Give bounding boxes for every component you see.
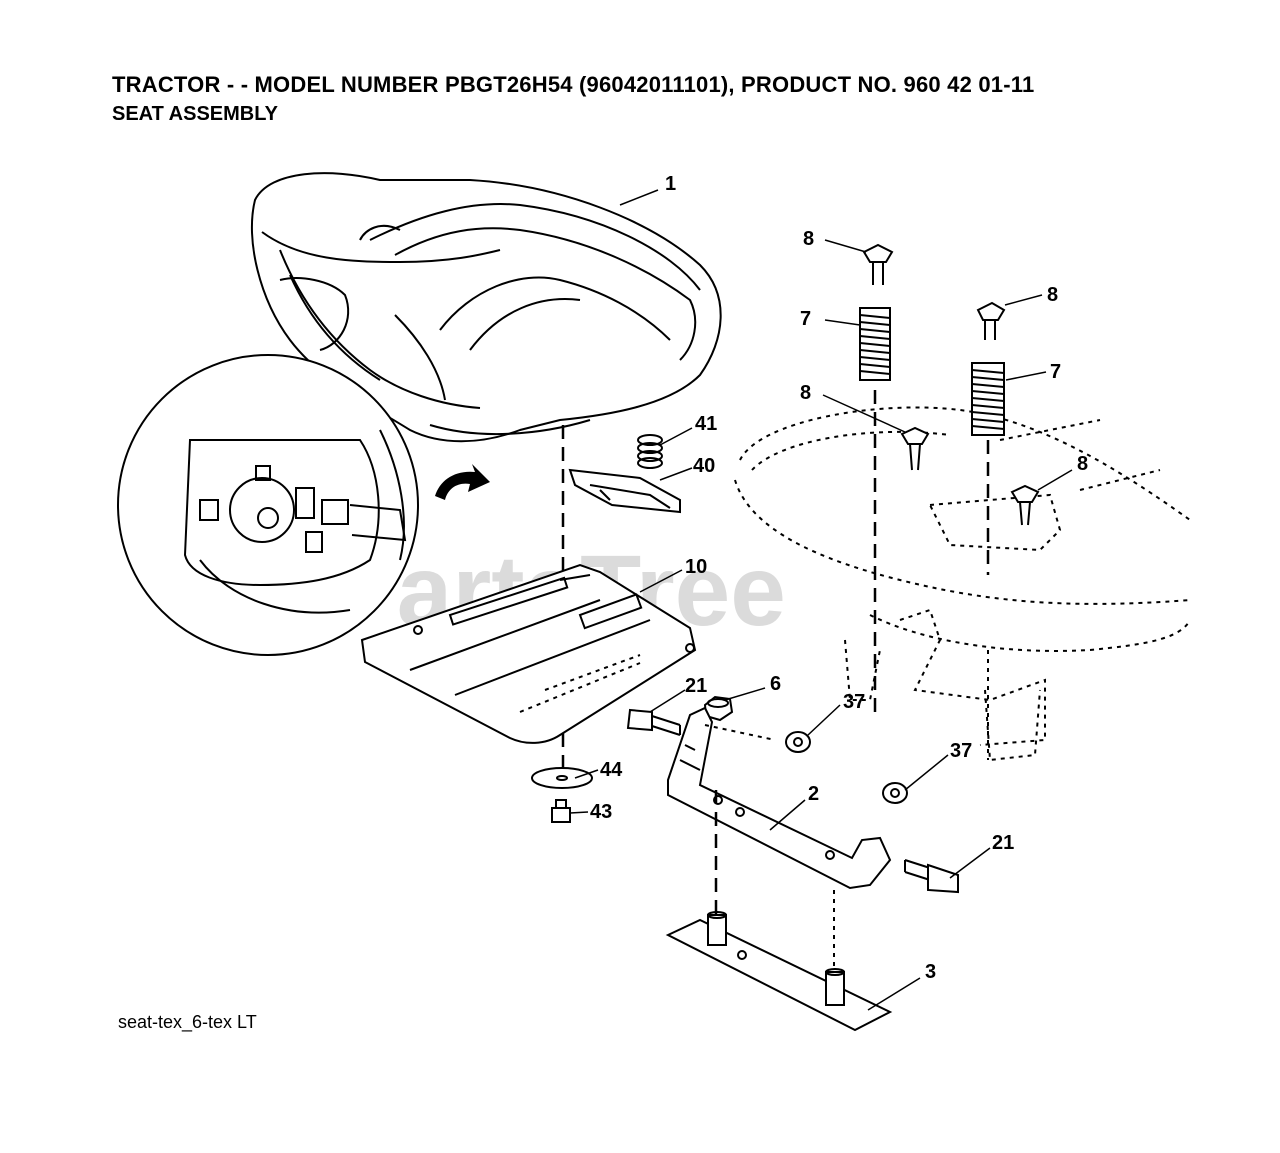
washer-44 <box>531 767 593 789</box>
leader-lines <box>569 189 1073 1011</box>
nut-6 <box>703 695 734 722</box>
section-title: SEAT ASSEMBLY <box>112 103 278 125</box>
drawing-code: seat-tex_6-tex LT <box>118 1012 257 1032</box>
tractor-frame <box>734 406 1191 762</box>
callout-2: 2 <box>808 783 819 805</box>
plate-3 <box>665 911 893 1032</box>
callout-8-top-left: 8 <box>803 228 814 250</box>
callout-10: 10 <box>685 556 707 578</box>
page-title: TRACTOR - - MODEL NUMBER PBGT26H54 (9604… <box>112 72 1035 97</box>
detail-inset <box>117 354 490 656</box>
bracket-2 <box>667 706 892 890</box>
spring-7-right <box>971 362 1005 436</box>
callout-7-right: 7 <box>1050 361 1061 383</box>
callout-7-left: 7 <box>800 308 811 330</box>
callout-41: 41 <box>695 413 717 435</box>
callout-8-top-right: 8 <box>1047 284 1058 306</box>
callout-37-upper: 37 <box>843 691 865 713</box>
callout-8-lower: 8 <box>1077 453 1088 475</box>
bolt-8-lower <box>1010 484 1040 526</box>
bracket-40 <box>568 468 681 514</box>
callout-40: 40 <box>693 455 715 477</box>
spring-41 <box>637 434 663 469</box>
callout-3: 3 <box>925 961 936 983</box>
spring-7-left <box>859 307 891 381</box>
bolt-8-middle <box>900 426 930 471</box>
bolt-8-top-left <box>862 243 894 285</box>
bolt-8-top-right <box>976 301 1006 340</box>
callout-21-right: 21 <box>992 832 1014 854</box>
callout-21-left: 21 <box>685 675 707 697</box>
nut-37-upper <box>785 731 811 753</box>
nut-37-lower <box>882 782 908 804</box>
callout-43: 43 <box>590 801 612 823</box>
screw-43 <box>551 799 571 823</box>
callout-8-middle: 8 <box>800 382 811 404</box>
seat-plate-10 <box>360 563 697 744</box>
callout-labels: 1 41 40 10 21 6 37 37 2 21 3 44 43 8 7 8… <box>590 173 1088 983</box>
callout-6: 6 <box>770 673 781 695</box>
bolt-21-right <box>904 859 959 894</box>
callout-1: 1 <box>665 173 676 195</box>
callout-37-lower: 37 <box>950 740 972 762</box>
seat <box>250 172 722 443</box>
callout-44: 44 <box>600 759 623 781</box>
bolt-21-left <box>626 708 681 736</box>
alignment-line-nut <box>704 724 776 741</box>
